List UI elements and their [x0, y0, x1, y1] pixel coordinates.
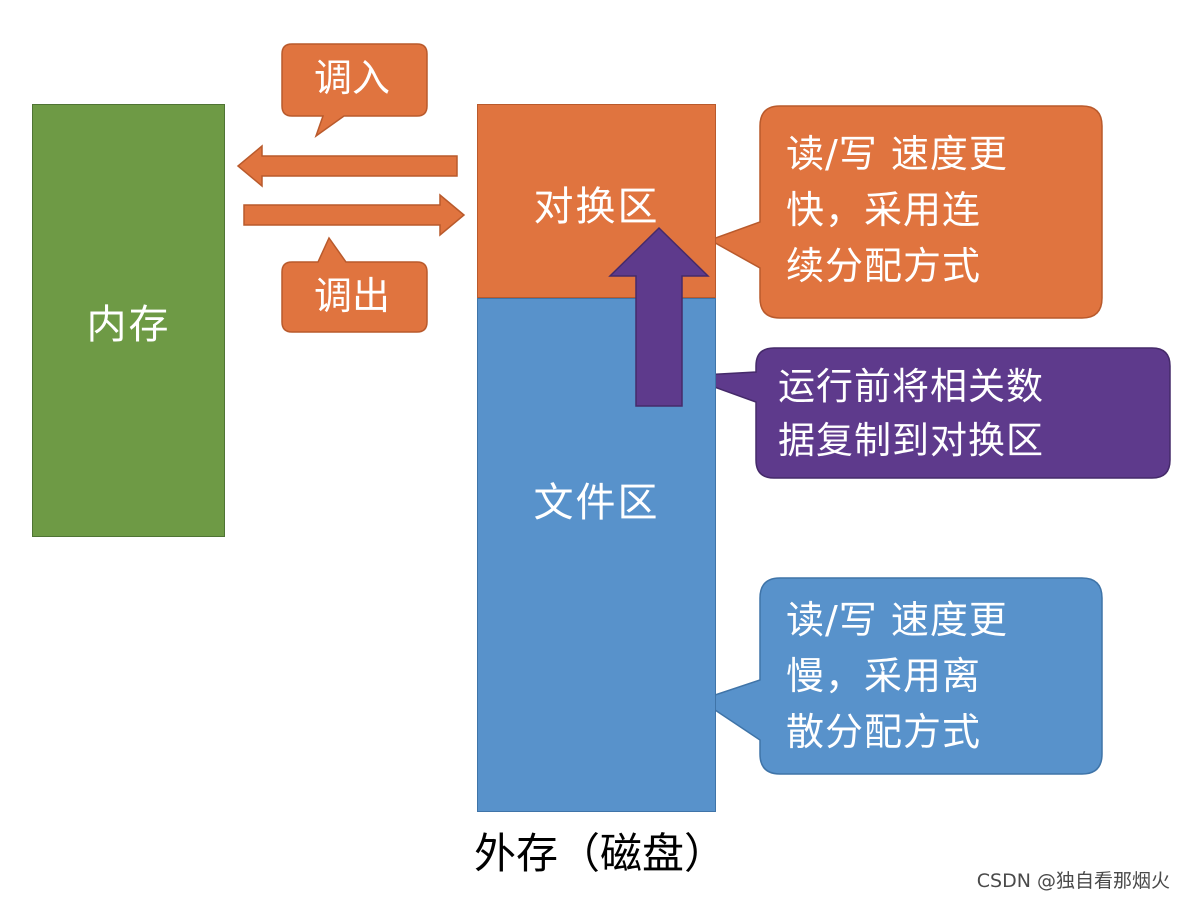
swap-out-label: 调出 [313, 274, 390, 318]
memory-label: 内存 [86, 301, 171, 348]
copy-note: 运行前将相关数 据复制到对换区 [778, 360, 1158, 468]
file-note-line: 慢，采用离 [786, 654, 982, 698]
file-note-line: 散分配方式 [786, 710, 982, 754]
copy-note-callout [683, 347, 1171, 479]
swap-area-note: 读/写 速度更 快，采用连 续分配方式 [786, 126, 1086, 294]
file-area-block: 文件区 [477, 298, 716, 812]
swap-note-line: 快，采用连 [786, 188, 982, 232]
file-area-label: 文件区 [533, 480, 660, 526]
swap-note-line: 读/写 速度更 [786, 132, 1008, 176]
swap-area-note-callout [708, 105, 1103, 319]
copy-note-line: 运行前将相关数 [778, 365, 1044, 408]
swap-note-line: 续分配方式 [786, 244, 982, 288]
swap-out-callout [281, 236, 428, 333]
copy-note-line: 据复制到对换区 [778, 419, 1044, 462]
swap-area-label: 对换区 [533, 184, 660, 230]
swap-out-arrow [243, 193, 466, 237]
file-area-note-callout [698, 577, 1103, 775]
swap-in-arrow [236, 144, 458, 188]
memory-block: 内存 [32, 104, 225, 537]
disk-label: 外存（磁盘） [473, 829, 726, 878]
file-area-note: 读/写 速度更 慢，采用离 散分配方式 [786, 592, 1086, 760]
watermark: CSDN @独自看那烟火 [976, 870, 1170, 892]
file-note-line: 读/写 速度更 [786, 598, 1008, 642]
swap-in-label: 调入 [313, 56, 390, 100]
swap-in-callout [281, 43, 428, 138]
